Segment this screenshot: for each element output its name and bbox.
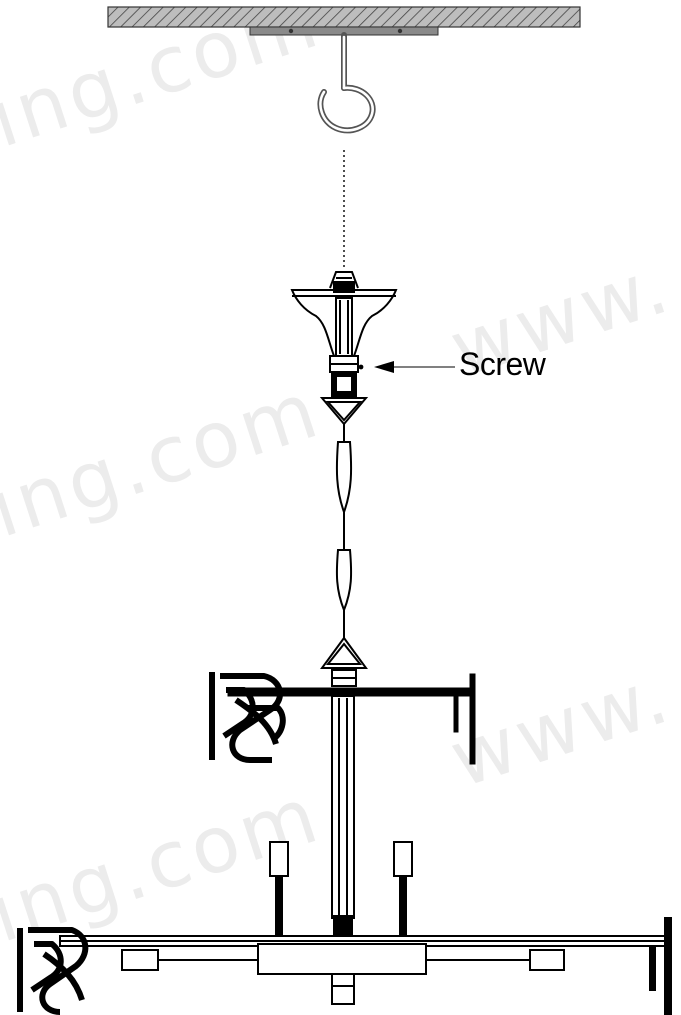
canopy-icon — [290, 271, 398, 397]
chain-icon — [335, 424, 353, 638]
central-stem — [331, 695, 355, 935]
lower-arm — [59, 917, 672, 1015]
upper-shackle — [319, 397, 369, 426]
lower-shackle — [320, 636, 368, 687]
ceiling-hatch-icon — [107, 6, 581, 28]
arrow-left-icon — [358, 361, 455, 373]
candle-socket-right — [393, 841, 413, 941]
ceiling-hook-icon — [317, 32, 376, 134]
crystal-ornament-icon — [209, 672, 286, 763]
candle-socket-left — [269, 841, 289, 941]
crystal-ornament-icon — [17, 927, 89, 1015]
screw-label: Screw — [459, 346, 547, 382]
